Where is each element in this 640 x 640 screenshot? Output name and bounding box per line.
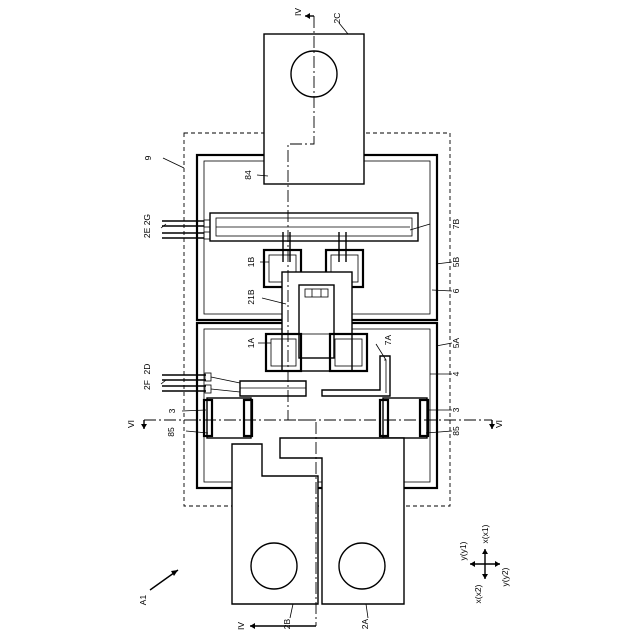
label-vi-left: VI <box>126 420 136 428</box>
label-7b: 7B <box>451 218 461 229</box>
label-2d: 2D <box>142 364 152 375</box>
terminal-2b <box>232 444 318 604</box>
label-1b: 1B <box>246 256 256 267</box>
label-3-left: 3 <box>167 408 177 413</box>
bus-bar-7b <box>210 213 418 241</box>
label-7a: 7A <box>383 334 393 345</box>
label-2b: 2B <box>282 618 292 629</box>
arrow-iv-top <box>305 13 314 19</box>
label-85-left: 85 <box>166 427 176 437</box>
label-a1: A1 <box>138 595 148 606</box>
bus-bar-left <box>240 381 306 396</box>
label-9: 9 <box>143 155 153 160</box>
label-4: 4 <box>451 371 461 376</box>
label-iv-top: IV <box>293 8 303 16</box>
label-axis-x-x2: x(x2) <box>473 584 483 603</box>
label-2f: 2F <box>142 380 152 390</box>
coordinate-axes <box>470 549 500 579</box>
label-21b: 21B <box>246 289 256 304</box>
control-leads-top <box>162 220 210 239</box>
bus-bar-21b <box>282 272 352 371</box>
label-5b: 5B <box>451 256 461 267</box>
label-vi-right: VI <box>494 420 504 428</box>
label-6: 6 <box>451 288 461 293</box>
label-axis-y-y1: y(y1) <box>458 541 468 560</box>
arrow-vi-left <box>141 420 147 429</box>
label-iv-bottom: IV <box>236 622 246 630</box>
label-axis-x-x1: x(x1) <box>480 524 490 543</box>
label-axis-y-y2: y(y2) <box>500 567 510 586</box>
label-5a: 5A <box>451 337 461 348</box>
label-2a: 2A <box>360 618 370 629</box>
label-3-right: 3 <box>451 407 461 412</box>
cooler-right <box>380 398 428 438</box>
label-2c: 2C <box>332 13 342 24</box>
cooler-left <box>204 398 252 438</box>
label-1a: 1A <box>246 337 256 348</box>
control-leads-bottom <box>162 373 240 393</box>
arrow-a1 <box>150 570 178 590</box>
label-84: 84 <box>243 170 253 180</box>
label-85-right: 85 <box>451 426 461 436</box>
label-2e-2g: 2E 2G <box>142 214 152 238</box>
